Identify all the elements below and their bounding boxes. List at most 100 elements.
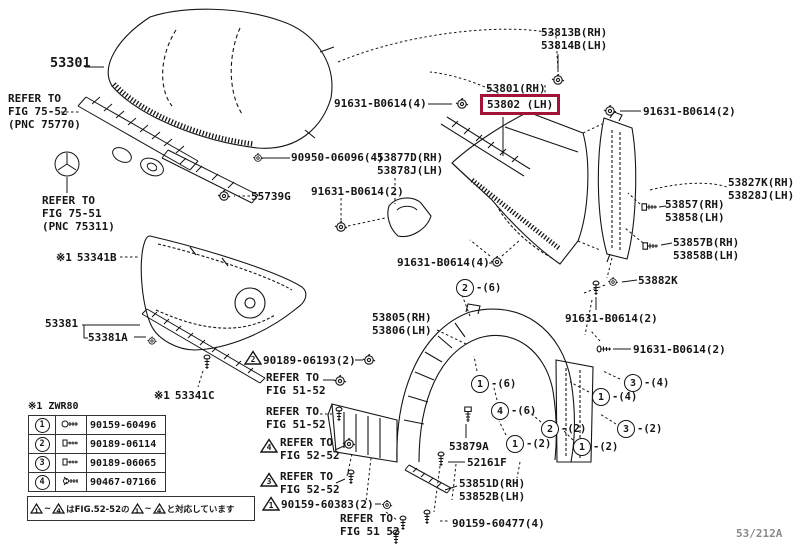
part-label-91631-b0614-4-top[interactable]: 91631-B0614(4) — [334, 97, 427, 110]
refer-fig-51-52c-line2: FIG 51 52 — [340, 525, 400, 538]
triangle-icon — [52, 503, 66, 514]
triangle-marker-3: 3 — [260, 472, 278, 487]
variant-header: ※1 ZWR80 — [28, 401, 79, 412]
part-label-90189-06193[interactable]: 90189-06193(2) — [263, 354, 356, 367]
refer-fig-52-52a-line1: REFER TO — [280, 436, 333, 449]
table-row[interactable]: 1 90159-60496 — [28, 415, 166, 435]
callout-1-of-6: 1-(6) — [471, 375, 516, 393]
part-label-53814b[interactable]: 53814B(LH) — [541, 39, 608, 52]
part-label-53877d[interactable]: 53877D(RH) — [377, 151, 444, 164]
callout-1-of-2-left: 1-(2) — [506, 435, 551, 453]
footnote-text: ~ — [144, 503, 152, 514]
refer-fig-52-52b-line1: REFER TO — [280, 470, 333, 483]
part-label-91631-b0614-2-mid[interactable]: 91631-B0614(2) — [565, 312, 658, 325]
part-label-53858b[interactable]: 53858B(LH) — [673, 249, 740, 262]
part-label-53878j[interactable]: 53878J(LH) — [377, 164, 444, 177]
part-label-53857b[interactable]: 53857B(RH) — [673, 236, 740, 249]
part-number: 53341B — [76, 251, 117, 264]
row-number: 4 — [34, 474, 50, 490]
fastener-icons — [147, 73, 659, 545]
part-label-90159-60383[interactable]: 90159-60383(2) — [281, 498, 374, 511]
part-label-53381a[interactable]: 53381A — [88, 331, 128, 344]
table-row[interactable]: 2 90189-06114 — [28, 434, 166, 454]
part-number[interactable]: 90159-60496 — [86, 415, 166, 435]
footnote-mark: ※1 — [154, 389, 170, 402]
part-number[interactable]: 90467-07166 — [86, 472, 166, 492]
mudguard-art — [404, 464, 452, 494]
part-label-53852b[interactable]: 53852B(LH) — [459, 490, 526, 503]
footnote-mark: ※1 — [56, 251, 72, 264]
footnote-text: はFIG.52-52の — [66, 504, 130, 515]
refer-fig-75-52-line1: REFER TO — [8, 92, 61, 105]
triangle-icon — [260, 438, 278, 453]
triangle-marker-2: 2 — [244, 350, 262, 365]
refer-fig-51-52b-line2: FIG 51-52 — [266, 418, 326, 431]
part-label-55739g[interactable]: 55739G — [251, 190, 291, 203]
part-label-53882k[interactable]: 53882K — [638, 274, 678, 287]
refer-fig-75-51-line2: FIG 75-51 — [42, 207, 102, 220]
part-label-91631-b0614-2-left[interactable]: 91631-B0614(2) — [311, 185, 404, 198]
triangle-icon — [262, 496, 280, 511]
triangle-icon — [30, 503, 43, 514]
part-number[interactable]: 90189-06114 — [86, 434, 166, 454]
figure-code: 53/212A — [736, 527, 783, 540]
callout-1-of-4: 1-(4) — [592, 388, 637, 406]
part-label-90950-06096[interactable]: 90950-06096(4) — [291, 151, 384, 164]
part-label-53341b[interactable]: ※1 53341B — [56, 252, 117, 263]
row-number: 3 — [34, 455, 50, 471]
triangle-icon — [260, 472, 278, 487]
callout-3-of-2: 3-(2) — [617, 420, 662, 438]
hood-art — [107, 8, 335, 149]
part-label-53805[interactable]: 53805(RH) — [372, 311, 432, 324]
part-label-53806[interactable]: 53806(LH) — [372, 324, 432, 337]
part-label-52161f[interactable]: 52161F — [467, 456, 507, 469]
table-row[interactable]: 3 90189-06065 — [28, 453, 166, 473]
triangle-icon — [244, 350, 262, 365]
row-number: 1 — [34, 417, 50, 433]
bolt-icon — [62, 458, 78, 465]
callout-2-of-6: 2-(6) — [456, 279, 501, 297]
refer-fig-75-51-line1: REFER TO — [42, 194, 95, 207]
fender-liner-art — [327, 303, 594, 463]
part-number[interactable]: 90189-06065 — [86, 453, 166, 473]
fender-art — [440, 111, 589, 265]
highlighted-part-53802[interactable]: 53802 (LH) — [480, 94, 561, 115]
part-label-90159-60477[interactable]: 90159-60477(4) — [452, 517, 545, 530]
screw-icon — [61, 420, 78, 427]
footnote-text: と対応しています — [166, 504, 235, 515]
refer-fig-52-52a-line2: FIG 52-52 — [280, 449, 340, 462]
triangle-marker-1: 1 — [262, 496, 280, 511]
part-label-53851d[interactable]: 53851D(RH) — [459, 477, 526, 490]
part-label-53301[interactable]: 53301 — [50, 55, 91, 71]
fastener-table: 1 90159-60496 2 90189-06114 3 90189-0606… — [28, 415, 166, 492]
part-label-53858[interactable]: 53858(LH) — [665, 211, 725, 224]
part-label-53857[interactable]: 53857(RH) — [665, 198, 725, 211]
refer-fig-51-52b-line1: REFER TO — [266, 405, 319, 418]
screw-washer-icon — [63, 476, 78, 485]
part-label-53827k[interactable]: 53827K(RH) — [728, 176, 795, 189]
callout-2-of-2: 2-(2) — [541, 420, 586, 438]
triangle-marker-small: 1 — [30, 503, 43, 515]
part-label-53801[interactable]: 53801(RH) — [486, 82, 546, 95]
footnote-box: 1 ~ 4 はFIG.52-52の 1 ~ 4 と対応しています — [27, 496, 255, 521]
part-label-91631-b0614-4-mid[interactable]: 91631-B0614(4) — [397, 256, 490, 269]
part-label-53879a[interactable]: 53879A — [449, 440, 489, 453]
part-label-53341c[interactable]: ※1 53341C — [154, 390, 215, 401]
table-row[interactable]: 4 90467-07166 — [28, 472, 166, 492]
callout-4-of-6: 4-(6) — [491, 402, 536, 420]
part-label-53813b[interactable]: 53813B(RH) — [541, 26, 608, 39]
part-label-91631-b0614-2-low[interactable]: 91631-B0614(2) — [633, 343, 726, 356]
refer-fig-51-52c-line1: REFER TO — [340, 512, 393, 525]
cowl-side-seal-art — [387, 197, 432, 238]
part-label-91631-b0614-2-topright[interactable]: 91631-B0614(2) — [643, 105, 736, 118]
part-number: 53341C — [174, 389, 215, 402]
hood-insulator-art — [140, 235, 307, 351]
triangle-marker-4: 4 — [260, 438, 278, 453]
triangle-icon — [130, 503, 144, 514]
part-label-53828j[interactable]: 53828J(LH) — [728, 189, 795, 202]
part-label-53381[interactable]: 53381 — [45, 317, 79, 330]
bolt-icon — [62, 439, 78, 446]
row-number: 2 — [34, 436, 50, 452]
